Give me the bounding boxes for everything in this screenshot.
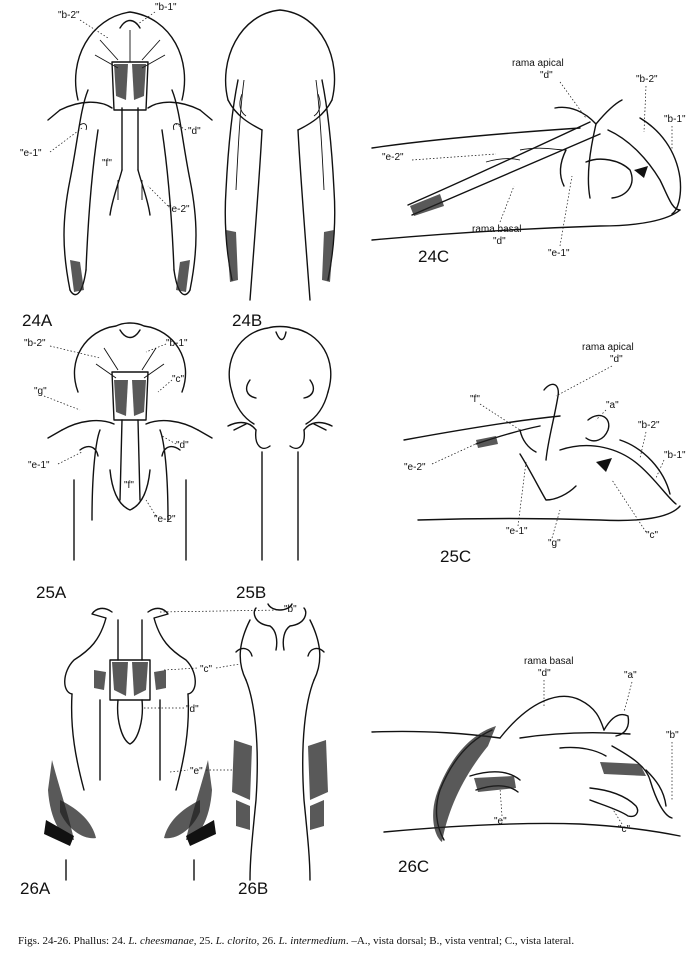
label-24C-rama-apical: rama apical xyxy=(512,58,564,69)
label-25C-d: "d" xyxy=(610,354,623,365)
label-25A-e1: "e-1" xyxy=(28,460,50,471)
figure-label-24B: 24B xyxy=(232,311,262,330)
label-25A-b2: "b-2" xyxy=(24,338,46,349)
label-25C-e1: "e-1" xyxy=(506,526,528,537)
label-24A-e1: "e-1" xyxy=(20,148,42,159)
caption-species-1: L. cheesmanae xyxy=(128,935,194,947)
label-24C-e1: "e-1" xyxy=(548,248,570,259)
caption-sep-2: , 26. xyxy=(256,935,279,947)
label-26C-c: "c" xyxy=(618,824,631,835)
label-25A-f: "f" xyxy=(124,480,134,491)
label-25A-g: "g" xyxy=(34,386,47,397)
label-24C-e2: "e-2" xyxy=(382,152,404,163)
phallus-plate: "b-2" "b-1" "e-1" "d" "f" "e-2" 24A 24B … xyxy=(20,2,686,898)
figure-label-26B: 26B xyxy=(238,879,268,898)
label-24A-b1: "b-1" xyxy=(155,2,177,13)
label-24A-e2: "e-2" xyxy=(168,204,190,215)
label-25C-a: "a" xyxy=(606,400,619,411)
label-24C-d-basal: "d" xyxy=(493,236,506,247)
label-25C-c: "c" xyxy=(646,530,659,541)
label-24A-f: "f" xyxy=(102,158,112,169)
figure-label-24A: 24A xyxy=(22,311,53,330)
figure-26C-drawing xyxy=(371,695,681,842)
figure-label-26C: 26C xyxy=(398,857,429,876)
label-26C-a: "a" xyxy=(624,670,637,681)
label-25C-e2: "e-2" xyxy=(404,462,426,473)
label-24A-b2: "b-2" xyxy=(58,10,80,21)
figure-26B-drawing xyxy=(232,603,328,881)
figure-label-24C: 24C xyxy=(418,247,449,266)
label-25C-g: "g" xyxy=(548,538,561,549)
label-25A-d: "d" xyxy=(176,440,189,451)
label-26C-e: "e" xyxy=(494,816,507,827)
figure-25C-drawing xyxy=(403,383,681,522)
caption-species-3: L. intermedium xyxy=(278,935,346,947)
figure-caption: Figs. 24-26. Phallus: 24. L. cheesmanae,… xyxy=(18,935,688,947)
figure-label-25C: 25C xyxy=(440,547,471,566)
caption-species-2: L. clorito xyxy=(215,935,257,947)
label-24C-b2: "b-2" xyxy=(636,74,658,85)
caption-sep-1: , 25. xyxy=(193,935,216,947)
label-24C-d: "d" xyxy=(540,70,553,81)
caption-suffix: . –A., vista dorsal; B., vista ventral; … xyxy=(345,935,575,947)
label-25C-rama-apical: rama apical xyxy=(582,342,634,353)
label-25A-b1: "b-1" xyxy=(166,338,188,349)
label-25C-b2: "b-2" xyxy=(638,420,660,431)
figure-24B-drawing xyxy=(224,9,336,301)
label-26C-d: "d" xyxy=(538,668,551,679)
figure-25B-drawing xyxy=(227,325,333,561)
figure-label-25A: 25A xyxy=(36,583,67,602)
label-24C-b1: "b-1" xyxy=(664,114,686,125)
label-24C-rama-basal: rama basal xyxy=(472,224,521,235)
label-25A-c: "c" xyxy=(172,374,185,385)
label-26-c: "c" xyxy=(200,664,213,675)
figure-24A-drawing xyxy=(47,11,213,296)
label-25C-f: "f" xyxy=(470,394,480,405)
label-25A-e2: "e-2" xyxy=(154,514,176,525)
figure-24C-drawing xyxy=(371,99,682,241)
label-25C-b1: "b-1" xyxy=(664,450,686,461)
figure-label-26A: 26A xyxy=(20,879,51,898)
label-24A-d: "d" xyxy=(188,126,201,137)
label-26-b: "b" xyxy=(284,604,297,615)
figure-26A-drawing xyxy=(44,607,216,881)
label-26-d: "d" xyxy=(186,704,199,715)
label-26-e: "e" xyxy=(190,766,203,777)
label-26C-b: "b" xyxy=(666,730,679,741)
figure-25A-drawing xyxy=(47,322,213,561)
label-26C-rama-basal: rama basal xyxy=(524,656,573,667)
caption-prefix: Figs. 24-26. Phallus: 24. xyxy=(18,935,129,947)
figure-label-25B: 25B xyxy=(236,583,266,602)
